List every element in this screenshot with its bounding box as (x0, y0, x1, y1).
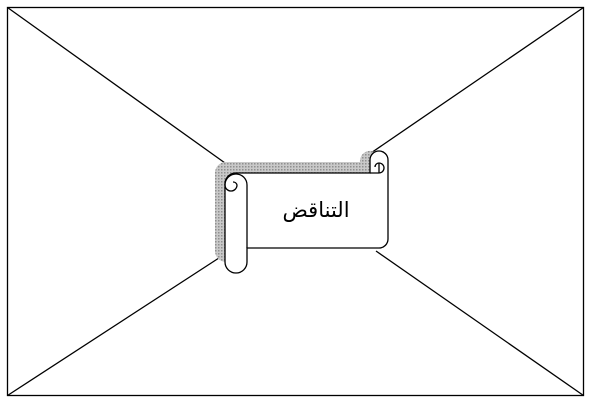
scroll-label: التناقض (282, 198, 349, 222)
diagonal-line-top-left (8, 8, 233, 169)
diagonal-line-bottom-left (8, 256, 223, 396)
diagonal-line-bottom-right (376, 251, 584, 396)
diagonal-line-top-right (368, 8, 584, 156)
